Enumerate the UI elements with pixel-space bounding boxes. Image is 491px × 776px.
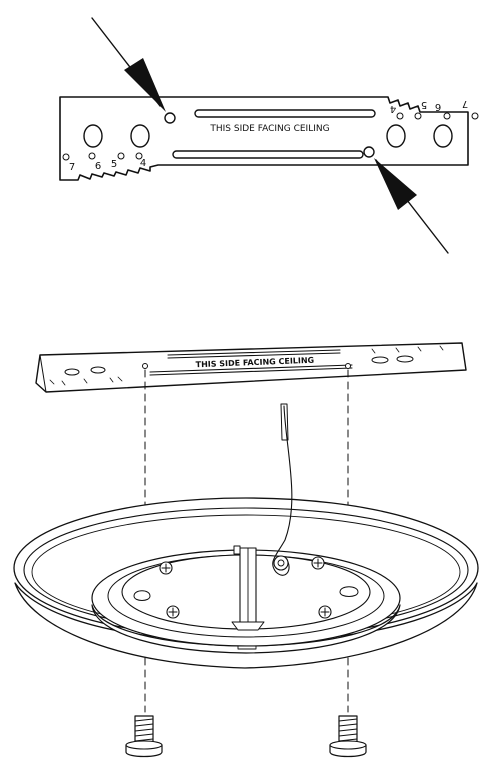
base-screw	[318, 605, 332, 619]
bracket-small-hole	[414, 112, 422, 120]
bracket-small-hole	[443, 112, 451, 120]
bracket-number-right: 5	[421, 99, 427, 110]
machine-screw-right	[329, 715, 367, 758]
exploded-view: THIS SIDE FACING CEILING	[13, 342, 479, 758]
bracket-oval-hole	[433, 124, 453, 148]
bracket-small-hole	[471, 112, 479, 120]
base-screw	[311, 556, 325, 570]
pointer-arrow-right	[374, 158, 449, 254]
base-screw	[166, 605, 180, 619]
bracket-detail: THIS SIDE FACING CEILING 7 6 5 4 4 5 6 7	[59, 17, 479, 254]
bracket-number-left: 4	[140, 158, 146, 169]
keyhole-slot	[133, 590, 151, 601]
pointer-arrow-left	[91, 17, 166, 112]
bracket-small-hole	[396, 112, 404, 120]
bracket-small-hole	[117, 152, 125, 160]
bracket-small-hole	[135, 152, 143, 160]
bracket-perspective: THIS SIDE FACING CEILING	[35, 342, 467, 393]
bracket-number-right: 6	[435, 101, 441, 112]
base-screw	[159, 561, 173, 575]
bracket-screw-hole-right	[363, 146, 375, 158]
bracket-small-hole	[62, 153, 70, 161]
bracket-label: THIS SIDE FACING CEILING	[209, 124, 329, 134]
bracket-oval-hole	[386, 124, 406, 148]
bracket-small-hole	[88, 152, 96, 160]
bracket-number-left: 6	[95, 161, 101, 172]
bracket-number-left: 5	[111, 159, 117, 170]
bracket-lower-slot	[172, 150, 364, 159]
bracket-number-left: 7	[69, 162, 75, 173]
bracket-plate-outline	[59, 96, 469, 181]
bracket-oval-hole	[130, 124, 150, 148]
wire-nut	[273, 555, 289, 571]
light-fixture	[13, 403, 479, 669]
bracket-screw-hole-left	[164, 112, 176, 124]
center-post	[231, 545, 265, 631]
bracket-upper-slot	[194, 109, 376, 118]
bracket-oval-hole	[83, 124, 103, 148]
keyhole-slot	[339, 586, 359, 597]
bracket-number-right: 7	[462, 98, 468, 109]
machine-screw-left	[125, 715, 163, 758]
lead-wire	[272, 405, 293, 576]
bracket-number-right: 4	[390, 103, 396, 114]
